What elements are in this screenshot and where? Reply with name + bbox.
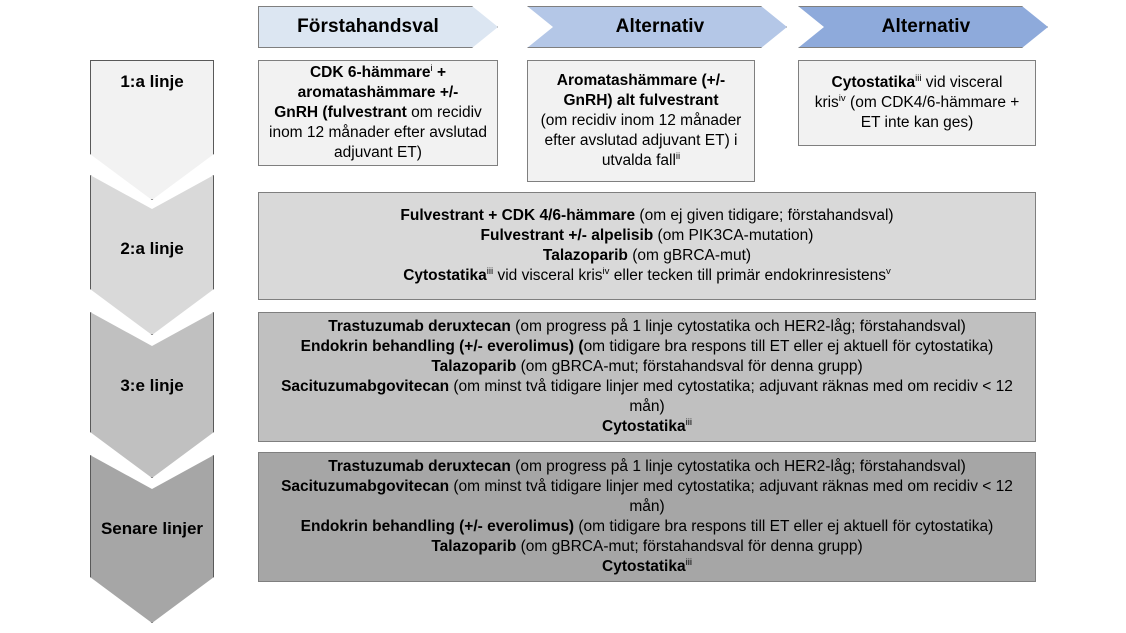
treatment-line: ET inte kan ges) [860, 114, 974, 132]
treatment-line: efter avslutad adjuvant ET) i [544, 132, 738, 150]
treatment-line: aromatashämmare +/- [297, 83, 459, 101]
treatment-box-line3: Trastuzumab deruxtecan (om progress på 1… [258, 312, 1036, 442]
treatment-box-line1-alternative-1: Aromatashämmare (+/- GnRH) alt fulvestra… [527, 60, 755, 182]
treatment-line: adjuvant ET) [334, 144, 422, 162]
treatment-line: Cytostatikaiii [602, 557, 692, 576]
treatment-line: Talazoparib (om gBRCA-mut; förstahandsva… [431, 357, 863, 375]
header-banner-alternativ-2: Alternativ [798, 6, 1048, 48]
treatment-line: (om recidiv inom 12 månader [540, 111, 742, 129]
treatment-line: inom 12 månader efter avslutad [269, 124, 487, 142]
treatment-line: krisiv (om CDK4/6-hämmare + [814, 92, 1020, 111]
treatment-line: Fulvestrant +/- alpelisib (om PIK3CA-mut… [480, 226, 814, 244]
treatment-line: Talazoparib (om gBRCA-mut; förstahandsva… [431, 538, 863, 556]
treatment-line: GnRH (fulvestrant om recidiv [274, 103, 482, 121]
treatment-line: utvalda fallii [601, 151, 681, 170]
treatment-line: Cytostatikaiii [602, 417, 692, 436]
stage-arrow-label: 1:a linje [120, 72, 184, 91]
treatment-box-line2: Fulvestrant + CDK 4/6-hämmare (om ej giv… [258, 192, 1036, 300]
header-banner-alternativ-1: Alternativ [527, 6, 787, 48]
treatment-line: GnRH) alt fulvestrant [563, 91, 719, 109]
treatment-box-line1-primary: CDK 6-hämmarei + aromatashämmare +/- GnR… [258, 60, 498, 166]
treatment-line: Endokrin behandling (+/- everolimus) (om… [300, 518, 994, 535]
treatment-line: CDK 6-hämmarei + [309, 62, 447, 81]
treatment-line: Sacituzumabgovitecan (om minst två tidig… [281, 477, 1013, 515]
stage-arrow-1a-linje: 1:a linje [90, 60, 214, 200]
stage-arrow-3e-linje: 3:e linje [90, 312, 214, 478]
treatment-line: Talazoparib (om gBRCA-mut) [542, 247, 752, 264]
treatment-box-line4: Trastuzumab deruxtecan (om progress på 1… [258, 452, 1036, 582]
stage-arrow-label: 2:a linje [120, 239, 184, 258]
stage-arrow-senare-linjer: Senare linjer [90, 455, 214, 623]
treatment-line: Cytostatikaiii vid visceral krisiv eller… [403, 265, 891, 285]
treatment-line: Cytostatikaiii vid visceral [831, 72, 1003, 91]
treatment-line: Trastuzumab deruxtecan (om progress på 1… [328, 317, 966, 335]
treatment-line: Sacituzumabgovitecan (om minst två tidig… [281, 378, 1013, 416]
treatment-line: Endokrin behandling (+/- everolimus) (om… [300, 337, 994, 355]
treatment-box-line1-alternative-2: Cytostatikaiii vid visceral krisiv (om C… [798, 60, 1036, 146]
treatment-line: Trastuzumab deruxtecan (om progress på 1… [328, 457, 966, 475]
header-banner-forstahandsval: Förstahandsval [258, 6, 498, 48]
stage-arrow-label: 3:e linje [120, 376, 184, 395]
treatment-line: Aromatashämmare (+/- [556, 71, 726, 89]
header-banner-label: Alternativ [881, 16, 971, 37]
header-banner-label: Förstahandsval [297, 16, 439, 37]
treatment-line: Fulvestrant + CDK 4/6-hämmare (om ej giv… [400, 206, 894, 224]
stage-arrow-label: Senare linjer [100, 519, 204, 538]
header-banner-label: Alternativ [615, 16, 705, 37]
